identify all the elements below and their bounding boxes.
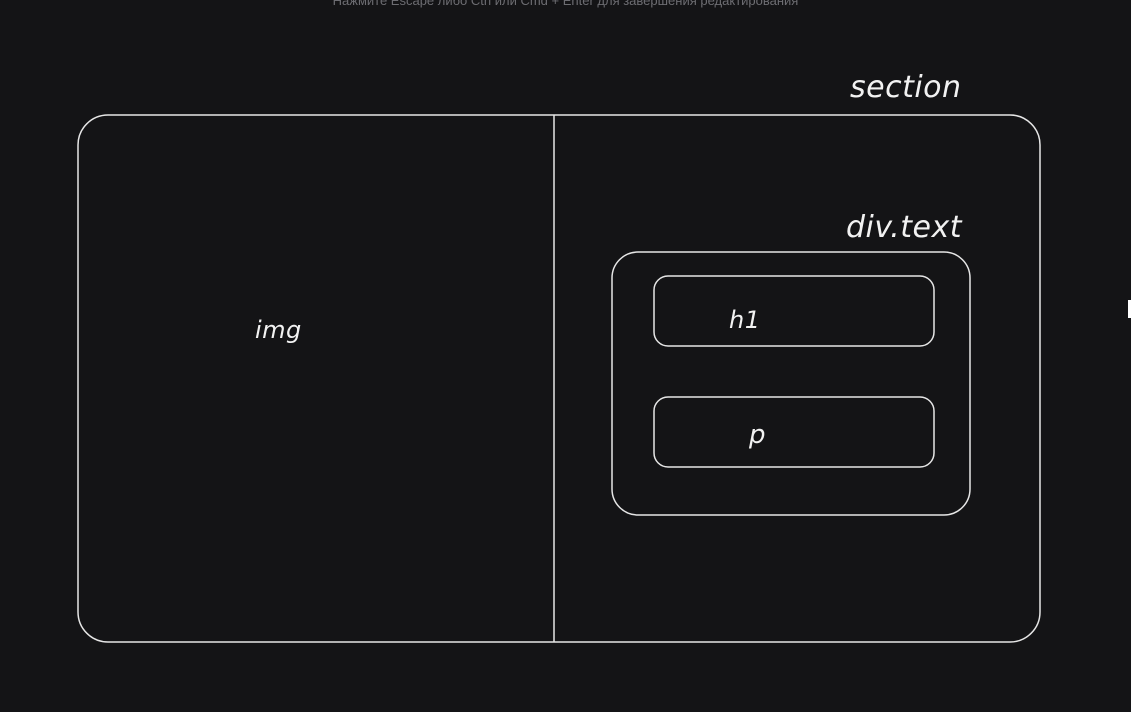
h1-label[interactable]: h1	[729, 306, 761, 334]
p-rectangle[interactable]	[653, 396, 935, 468]
p-label[interactable]: p	[749, 420, 767, 450]
text-caret	[1128, 300, 1131, 318]
div-text-label[interactable]: div.text	[846, 210, 962, 245]
div-text-rectangle[interactable]	[611, 251, 971, 516]
editing-hint: Нажмите Escape либо Ctrl или Cmd + Enter…	[332, 0, 799, 8]
section-label[interactable]: section	[850, 70, 962, 105]
h1-rectangle[interactable]	[653, 275, 935, 347]
section-rectangle[interactable]	[77, 114, 1041, 643]
img-label[interactable]: img	[255, 316, 302, 344]
